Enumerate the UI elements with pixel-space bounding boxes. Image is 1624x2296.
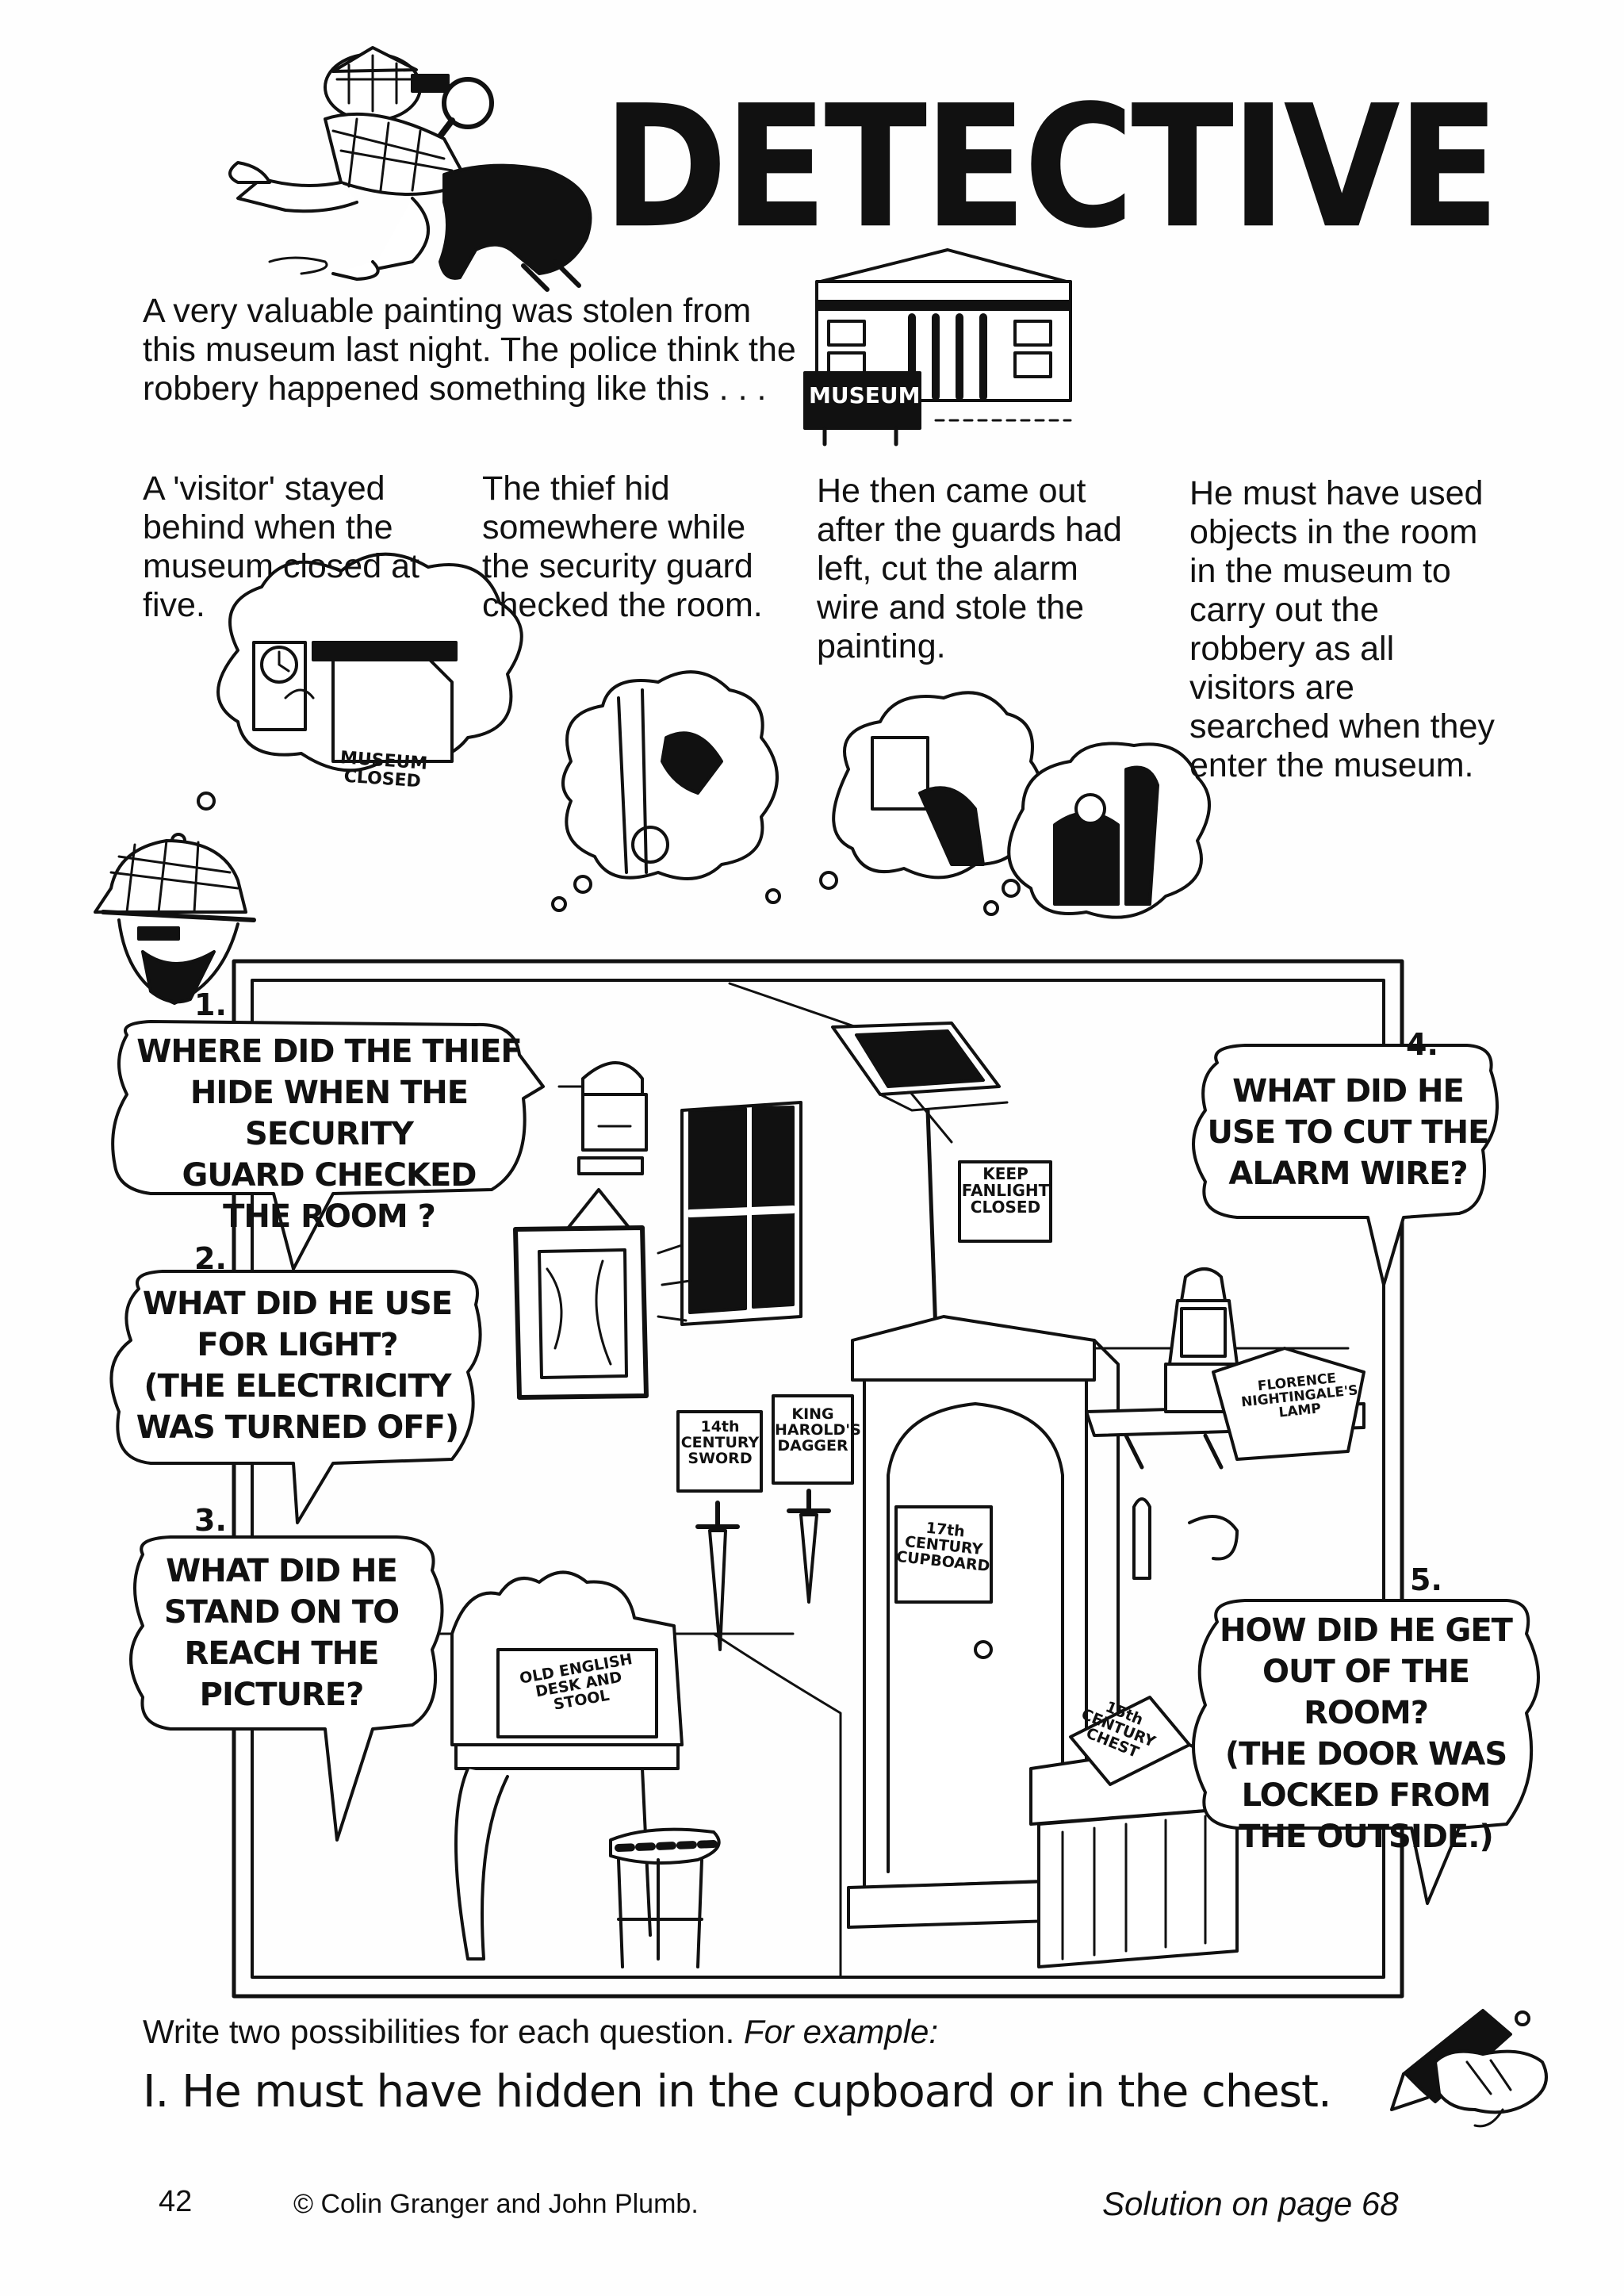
instruction-text: Write two possibilities for each questio… — [143, 2013, 735, 2050]
dagger-sign-line-3: DAGGER — [777, 1436, 848, 1455]
dagger-sign-line-1: KING — [791, 1405, 834, 1423]
question-3-text: WHAT DID HE STAND ON TO REACH THE PICTUR… — [139, 1550, 424, 1715]
question-1-text: WHERE DID THE THIEF HIDE WHEN THE SECURI… — [119, 1031, 539, 1237]
alarm-bell-icon — [557, 1061, 648, 1175]
question-3-line-3: REACH THE — [184, 1635, 380, 1672]
copyright: © Colin Granger and John Plumb. — [293, 2189, 699, 2219]
dagger-sign-line-2: HAROLD'S — [775, 1420, 861, 1439]
thought-bubble-hiding — [551, 670, 779, 912]
page-title: DETECTIVE — [603, 69, 1500, 266]
sword-sign-line-3: SWORD — [688, 1449, 753, 1467]
speech-bubble-3 — [129, 1535, 444, 1842]
speech-bubble-5 — [1192, 1599, 1540, 1905]
room-frame — [232, 959, 1404, 1999]
fanlight-sign-line-3: CLOSED — [970, 1198, 1041, 1217]
dagger-sign: KING HAROLD'S DAGGER — [775, 1405, 861, 1455]
question-5-number: 5. — [1410, 1562, 1442, 1597]
question-2-line-2: FOR LIGHT? — [197, 1327, 398, 1363]
question-4-text: WHAT DID HE USE TO CUT THE ALARM WIRE? — [1201, 1071, 1495, 1194]
question-4-line-1: WHAT DID HE — [1232, 1073, 1465, 1110]
fanlight-sign-line-1: KEEP — [982, 1164, 1028, 1183]
question-2-line-4: WAS TURNED OFF) — [136, 1409, 459, 1446]
question-4-number: 4. — [1406, 1027, 1438, 1062]
thought-bubble-search — [983, 742, 1211, 919]
question-5-line-4: LOCKED FROM — [1241, 1777, 1492, 1814]
museum-closed-sign: MUSEUM CLOSED — [339, 748, 428, 792]
question-5-line-5: THE OUTSIDE.) — [1239, 1819, 1493, 1855]
fanlight-sign: KEEP FANLIGHT CLOSED — [961, 1166, 1050, 1216]
window-icon — [680, 1101, 802, 1326]
thought-bubble-stealing — [765, 691, 1043, 904]
step-1-text: A 'visitor' stayed behind when the museu… — [143, 470, 419, 624]
fanlight-sign-line-2: FANLIGHT — [961, 1181, 1050, 1200]
speech-bubble-4 — [1192, 1044, 1499, 1286]
step-2-text: The thief hid somewhere while the securi… — [482, 470, 763, 624]
speech-bubble-2 — [109, 1270, 482, 1524]
sword-sign-line-1: 14th — [700, 1418, 740, 1435]
fanlight-icon — [831, 1022, 1052, 1335]
question-2-number: 2. — [194, 1241, 227, 1276]
villain-head-icon — [94, 839, 256, 1005]
solution-reference: Solution on page 68 — [1102, 2185, 1399, 2222]
question-5-line-3: (THE DOOR WAS — [1224, 1736, 1507, 1773]
question-2-line-3: (THE ELECTRICITY — [144, 1368, 451, 1405]
question-1-line-2: HIDE WHEN THE SECURITY — [190, 1075, 469, 1152]
instruction: Write two possibilities for each questio… — [143, 2013, 938, 2051]
desk-stool-icon — [450, 1570, 721, 1968]
question-1-number: 1. — [194, 987, 227, 1022]
question-2-text: WHAT DID HE USE FOR LIGHT? (THE ELECTRIC… — [123, 1283, 472, 1448]
question-3-line-2: STAND ON TO — [163, 1594, 400, 1631]
thought-bubble-closed-museum — [170, 552, 523, 849]
question-4-line-2: USE TO CUT THE — [1207, 1114, 1490, 1151]
cupboard-sign: 17th CENTURY CUPBOARD — [895, 1518, 992, 1575]
question-2-line-1: WHAT DID HE USE — [142, 1286, 453, 1322]
empty-picture-frame-icon — [513, 1188, 691, 1400]
page-number: 42 — [159, 2185, 193, 2218]
question-4-line-3: ALARM WIRE? — [1228, 1156, 1468, 1192]
speech-bubble-1 — [111, 1020, 545, 1271]
sword-sign: 14th CENTURY SWORD — [680, 1418, 760, 1467]
chest-icon — [1029, 1696, 1239, 1968]
intro-text: A very valuable painting was stolen from… — [143, 292, 796, 408]
sword-dagger-display — [676, 1394, 854, 1651]
step-3-text: He then came out after the guards had le… — [817, 472, 1122, 665]
detective-icon — [228, 46, 592, 292]
museum-building-icon — [803, 248, 1072, 447]
lamp-icon — [1085, 1267, 1365, 1580]
step-4-text: He must have used objects in the room in… — [1189, 474, 1495, 784]
example-answer: I. He must have hidden in the cupboard o… — [143, 2066, 1332, 2118]
instruction-example-label: For example: — [743, 2013, 939, 2050]
question-5-text: HOW DID HE GET OUT OF THE ROOM? (THE DOO… — [1197, 1610, 1534, 1857]
question-5-line-1: HOW DID HE GET — [1220, 1612, 1513, 1649]
question-3-number: 3. — [194, 1503, 227, 1538]
sword-sign-line-2: CENTURY — [680, 1433, 760, 1451]
question-1-line-3: GUARD CHECKED — [182, 1157, 477, 1194]
question-5-line-2: OUT OF THE ROOM? — [1262, 1654, 1470, 1731]
question-3-line-4: PICTURE? — [199, 1677, 365, 1713]
museum-sign: MUSEUM — [809, 382, 921, 408]
question-1-line-4: THE ROOM ? — [223, 1198, 436, 1235]
question-1-line-1: WHERE DID THE THIEF — [136, 1033, 523, 1070]
question-3-line-1: WHAT DID HE — [166, 1553, 398, 1589]
hand-pen-icon — [1390, 2009, 1548, 2128]
